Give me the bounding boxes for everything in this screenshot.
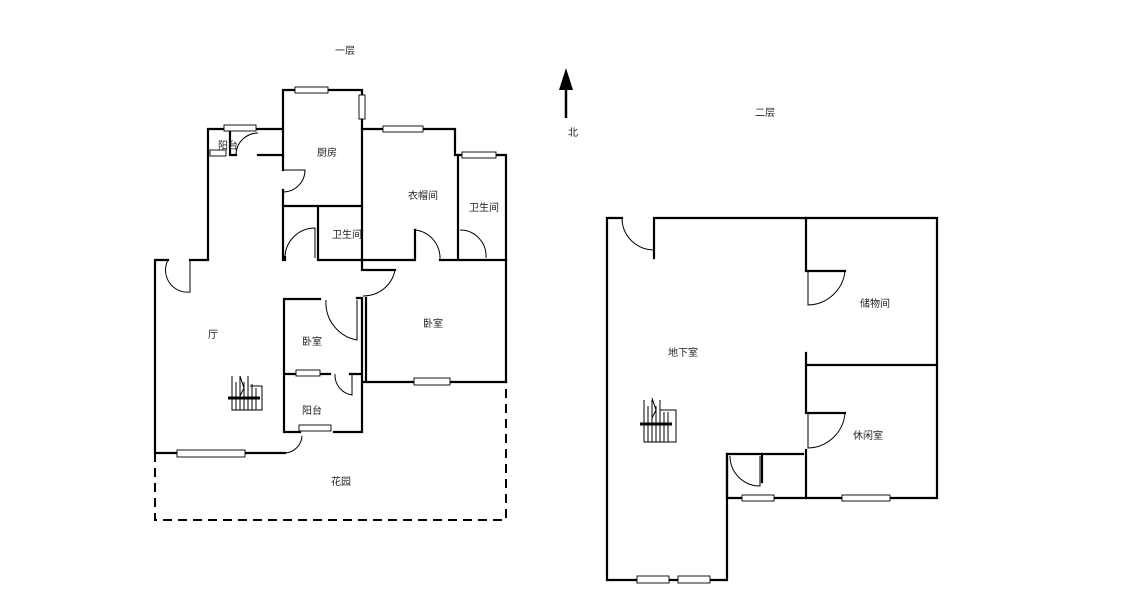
compass-label: 北 [568, 127, 578, 139]
floor-title-first: 一层 [335, 45, 355, 57]
room-label-bathroom-right: 卫生间 [469, 201, 499, 214]
window-lounge [841, 494, 891, 502]
window-bedroom-small [295, 369, 321, 377]
room-label-living: 厅 [208, 330, 218, 341]
window-bath-right [461, 151, 497, 159]
room-label-bedroom-large: 卧室 [423, 317, 443, 330]
stair-icon-second [640, 397, 677, 443]
room-label-bedroom-small: 卧室 [302, 335, 322, 348]
room-label-bathroom-mid: 卫生间 [332, 228, 362, 241]
room-label-cloakroom: 衣帽间 [408, 189, 438, 202]
room-label-storage: 储物间 [860, 297, 890, 310]
stair-icon-first [228, 375, 263, 411]
window-cloakroom [382, 125, 424, 133]
door-bedroom-large [362, 269, 396, 297]
door-bath-right [459, 229, 487, 259]
window-kitchen-side [358, 94, 366, 120]
door-balcony-top [235, 132, 259, 156]
room-label-basement: 地下室 [668, 346, 698, 359]
second-floor-inner-walls [725, 216, 939, 500]
door-basement-entry [621, 217, 655, 251]
second-floor-outer-wall [605, 216, 939, 582]
first-floor-plan [153, 86, 508, 521]
floor-title-second: 二层 [755, 107, 775, 119]
room-label-balcony-top: 阳台 [218, 139, 238, 152]
window-basement-b [677, 575, 711, 584]
window-kitchen [294, 86, 329, 94]
room-label-balcony-bottom: 阳台 [302, 404, 322, 417]
window-basement-a [636, 575, 670, 584]
door-cloakroom [414, 229, 441, 260]
door-kitchen [282, 169, 306, 193]
first-floor-inner-walls [228, 127, 508, 272]
garden-boundary [154, 382, 507, 521]
door-garden [284, 435, 303, 454]
room-label-lounge: 休闲室 [853, 429, 883, 442]
door-bath-mid [284, 227, 316, 259]
door-bedroom-small [325, 299, 358, 341]
window-balcony-top [223, 124, 257, 132]
window-closet [741, 494, 775, 502]
window-living [176, 449, 246, 458]
door-balcony-small [334, 373, 353, 396]
window-balcony-top-side [209, 149, 227, 157]
door-small-closet [729, 455, 761, 487]
second-floor-plan [605, 216, 939, 584]
north-arrow-icon [559, 68, 573, 118]
first-floor-outer-wall [153, 88, 508, 455]
room-label-kitchen: 厨房 [317, 146, 337, 159]
door-living-entry [165, 259, 191, 293]
door-storage [807, 270, 846, 306]
window-balcony-bottom [298, 424, 332, 432]
window-bedroom-large [413, 377, 451, 386]
door-lounge [807, 412, 846, 449]
room-label-garden: 花园 [331, 475, 351, 488]
